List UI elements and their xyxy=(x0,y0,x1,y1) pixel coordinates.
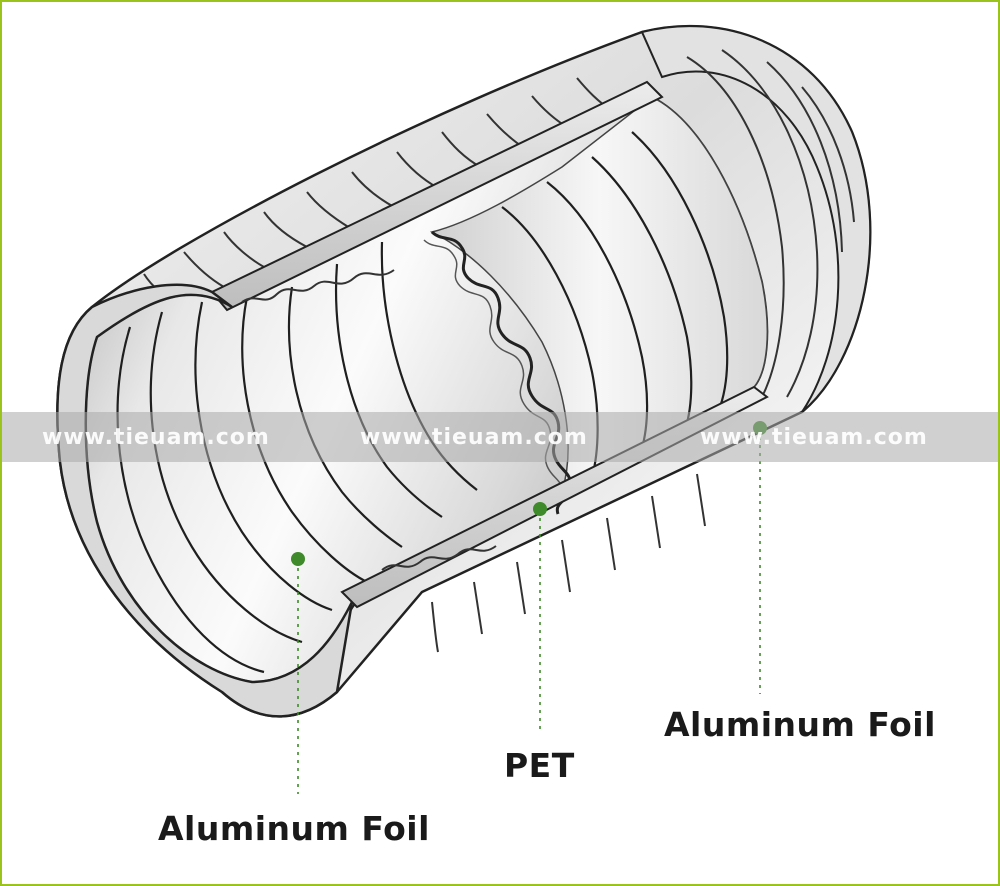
inner-layer-label: Aluminum Foil xyxy=(158,809,430,848)
outer-layer-label: Aluminum Foil xyxy=(664,705,936,744)
watermark-band xyxy=(2,412,998,462)
top-cut-wave xyxy=(241,269,395,303)
marker-dot-pet xyxy=(533,502,547,516)
middle-layer-label: PET xyxy=(504,746,575,785)
marker-dot-inner xyxy=(291,552,305,566)
top-cut-edge xyxy=(210,80,664,312)
leader-lines xyxy=(297,429,761,794)
bottom-cut-wave xyxy=(381,545,497,571)
watermark-text: www.tieuam.com xyxy=(360,425,588,450)
watermark-text: www.tieuam.com xyxy=(42,425,270,450)
lower-band-rings xyxy=(431,473,706,653)
pet-torn-edge xyxy=(430,230,572,515)
front-rim xyxy=(56,283,354,718)
watermark-text: www.tieuam.com xyxy=(700,425,928,450)
back-wall xyxy=(429,96,769,494)
